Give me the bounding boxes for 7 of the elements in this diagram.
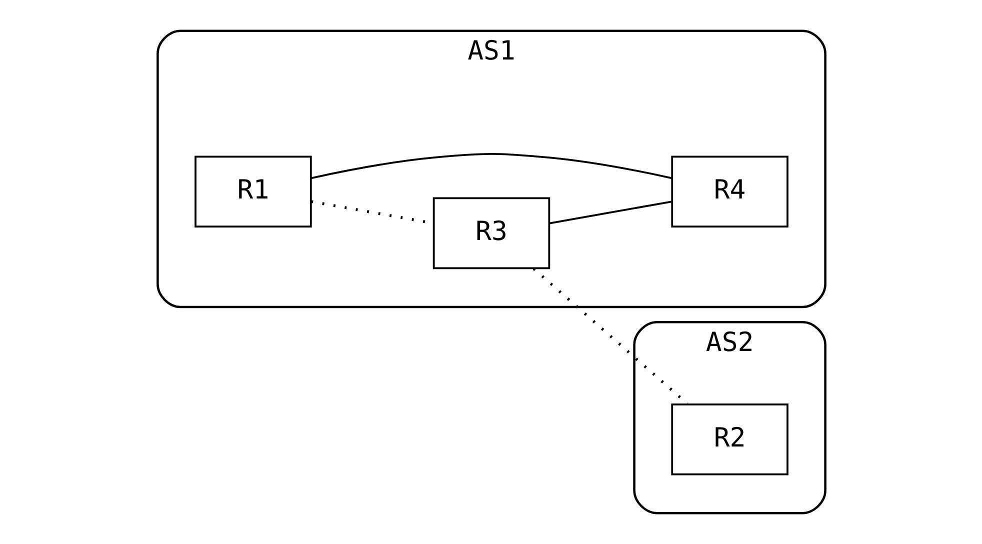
node-box: R1 [194,156,312,228]
node-box: R4 [670,156,788,228]
node-box: R3 [432,197,550,270]
connector [532,268,688,405]
connector [548,200,672,224]
connector [310,153,672,180]
node-box: R2 [670,403,788,476]
